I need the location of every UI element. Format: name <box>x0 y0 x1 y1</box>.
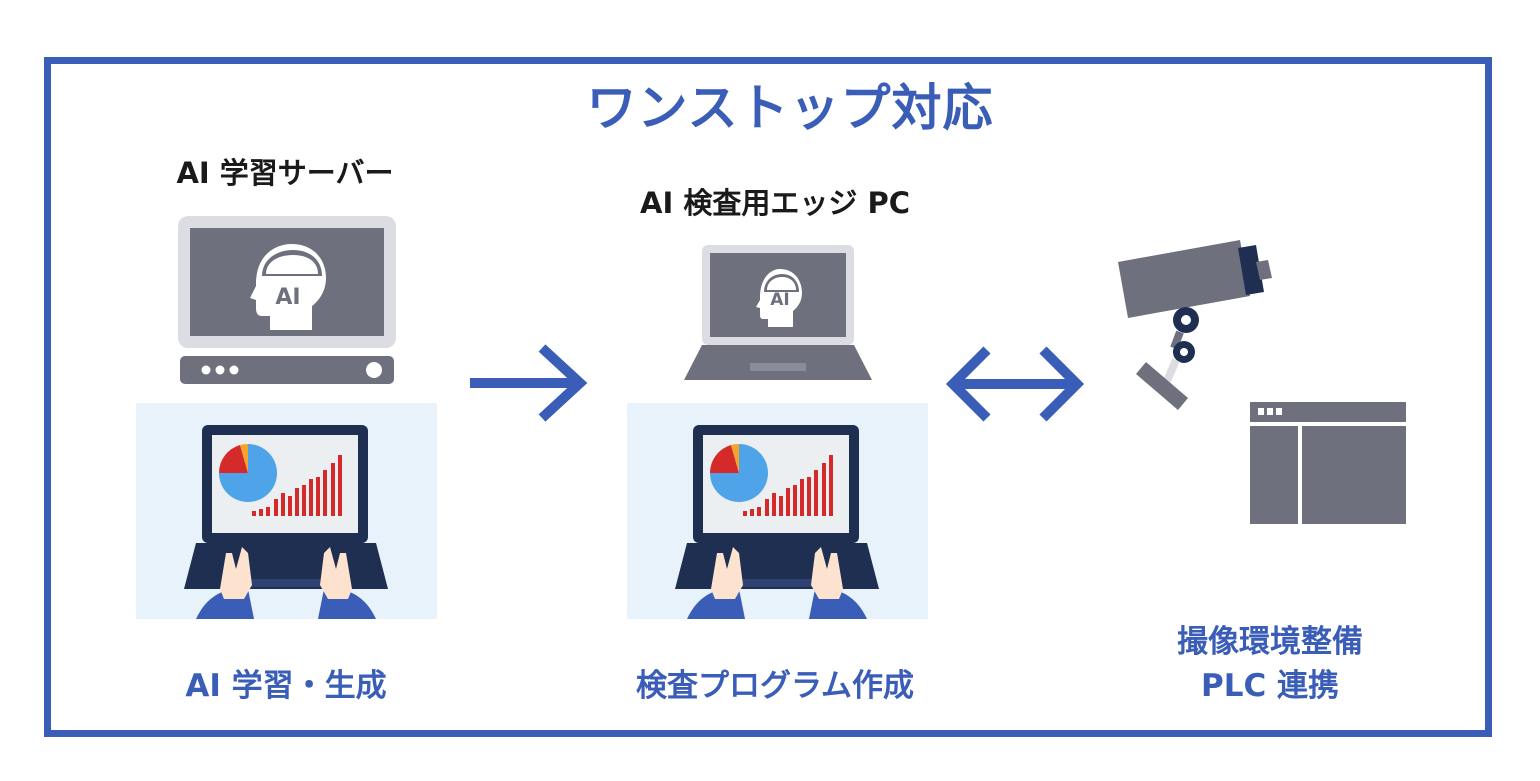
server-ai-badge: AI <box>275 285 301 310</box>
server-monitor-icon <box>178 216 396 386</box>
plc-window-icon <box>1250 402 1406 524</box>
edge-laptop-panel <box>627 403 928 619</box>
camera-icon <box>1110 240 1280 412</box>
server-laptop-panel <box>136 403 437 619</box>
edge-caption: 検査プログラム作成 <box>635 668 915 704</box>
server-caption: AI 学習・生成 <box>185 668 387 704</box>
diagram-frame <box>44 57 1492 737</box>
env-caption-line2: PLC 連携 <box>1200 668 1340 704</box>
env-caption-line1: 撮像環境整備 <box>1177 624 1363 660</box>
right-arrow-icon <box>470 344 592 422</box>
diagram-title: ワンストップ対応 <box>586 79 994 137</box>
edge-ai-badge: AI <box>770 290 790 310</box>
server-heading: AI 学習サーバー <box>176 156 394 190</box>
bidirectional-arrow-icon <box>945 346 1085 422</box>
edge-heading: AI 検査用エッジ PC <box>640 186 910 220</box>
edge-laptop-icon <box>680 245 876 385</box>
